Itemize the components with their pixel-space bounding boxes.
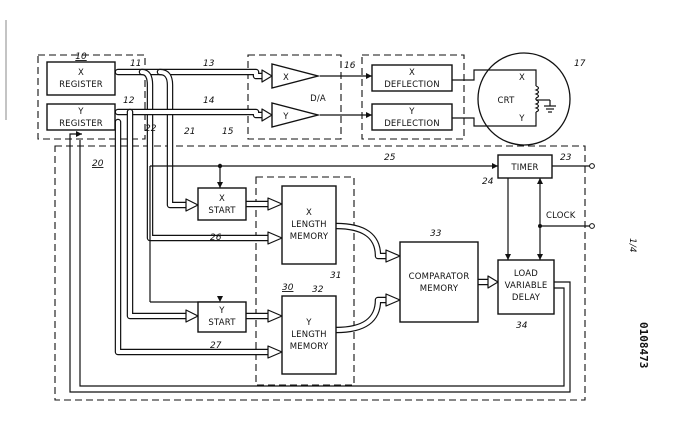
x-length-memory-block: X LENGTH MEMORY: [282, 186, 336, 264]
ref-26: 26: [210, 233, 222, 243]
da-x-amplifier: X: [272, 64, 318, 88]
y-deflection-line1: Y: [408, 107, 415, 117]
ref-25: 25: [384, 153, 396, 163]
y-length-memory-line1: Y: [305, 318, 312, 328]
ref-12: 12: [123, 96, 135, 106]
x-register-line2: REGISTER: [59, 80, 103, 90]
crt-block: CRT X Y: [478, 53, 570, 145]
x-register-line1: X: [78, 68, 84, 78]
x-deflection-line2: DEFLECTION: [384, 80, 440, 90]
y-start-line2: START: [208, 318, 236, 328]
ref-16: 16: [344, 61, 356, 71]
sheet-number: 1/4: [627, 238, 637, 253]
ref-32: 32: [312, 285, 324, 295]
y-register-line2: REGISTER: [59, 119, 103, 129]
variable-delay-block: LOAD VARIABLE DELAY: [498, 260, 554, 314]
timer-label: TIMER: [510, 163, 538, 173]
x-coil-icon: [536, 86, 539, 98]
ref-33: 33: [430, 229, 442, 239]
da-label: D/A: [310, 94, 326, 104]
x-length-memory-line1: X: [306, 208, 312, 218]
crt-x-coil-label: X: [519, 73, 525, 83]
ref-27: 27: [210, 341, 222, 351]
y-start-line1: Y: [218, 306, 225, 316]
ref-10: 10: [75, 52, 87, 62]
delay-line3: DELAY: [512, 293, 541, 303]
ref-34: 34: [516, 321, 528, 331]
document-number: 0108473: [637, 322, 650, 368]
ground-icon: [544, 106, 556, 112]
ref-24: 24: [482, 177, 494, 187]
delay-line2: VARIABLE: [505, 281, 548, 291]
ref-22: 22: [145, 124, 157, 134]
y-length-memory-block: Y LENGTH MEMORY: [282, 296, 336, 374]
comparator-memory-block: COMPARATOR MEMORY: [400, 242, 478, 322]
da-y-amplifier: Y: [272, 103, 318, 127]
crt-label: CRT: [497, 96, 515, 106]
x-deflection-line1: X: [409, 68, 415, 78]
clock-label: CLOCK: [546, 211, 576, 221]
y-coil-icon: [536, 100, 539, 112]
da-x-label: X: [283, 73, 289, 83]
ref-21: 21: [184, 127, 195, 137]
x-register-block: X REGISTER: [47, 62, 115, 95]
crt-y-coil-label: Y: [518, 114, 525, 124]
ref-31: 31: [330, 271, 341, 281]
comparator-line1: COMPARATOR: [409, 272, 470, 282]
ref-15: 15: [222, 127, 234, 137]
y-length-memory-line2: LENGTH: [291, 330, 327, 340]
ref-13: 13: [203, 59, 215, 69]
ref-14: 14: [203, 96, 215, 106]
y-start-block: Y START: [198, 302, 246, 332]
y-deflection-line2: DEFLECTION: [384, 119, 440, 129]
y-length-memory-line3: MEMORY: [290, 342, 329, 352]
timer-block: TIMER: [498, 155, 552, 178]
delay-line1: LOAD: [514, 269, 538, 279]
ref-11: 11: [130, 59, 141, 69]
x-start-block: X START: [198, 188, 246, 220]
ref-20: 20: [92, 159, 104, 169]
ref-30: 30: [282, 283, 294, 293]
comparator-line2: MEMORY: [420, 284, 459, 294]
x-length-memory-line3: MEMORY: [290, 232, 329, 242]
y-register-block: Y REGISTER: [47, 104, 115, 130]
x-start-line2: START: [208, 206, 236, 216]
da-y-label: Y: [282, 112, 289, 122]
x-start-line1: X: [219, 194, 225, 204]
ref-23: 23: [560, 153, 572, 163]
ref-17: 17: [574, 59, 586, 69]
y-deflection-block: Y DEFLECTION: [372, 104, 452, 130]
da-group-outline: [248, 55, 341, 139]
x-deflection-block: X DEFLECTION: [372, 65, 452, 91]
x-length-memory-line2: LENGTH: [291, 220, 327, 230]
y-register-line1: Y: [77, 107, 84, 117]
